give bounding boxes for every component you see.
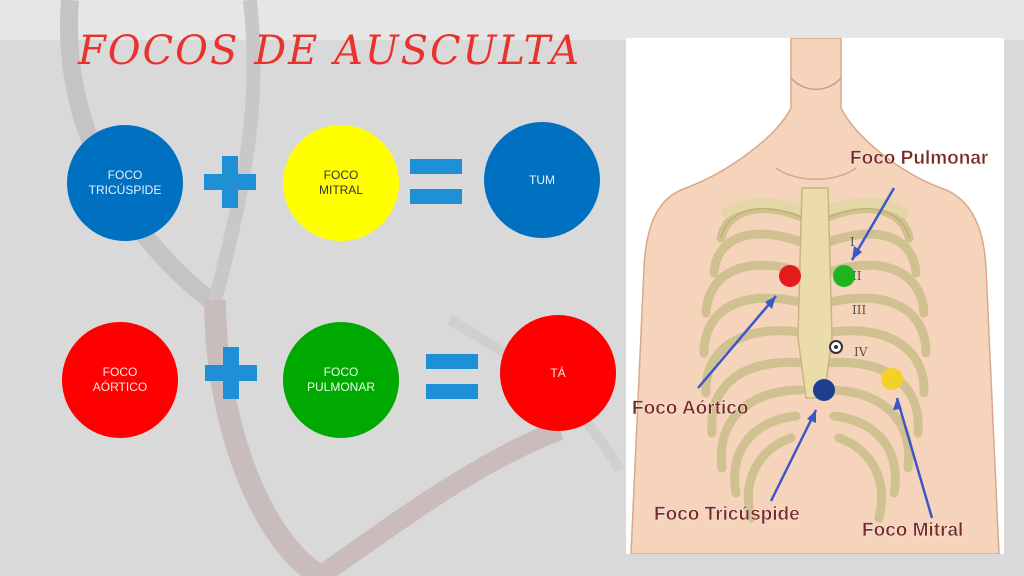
foco-mitral-circle: FOCO MITRAL <box>283 125 399 241</box>
rib-label-3: III <box>852 303 866 317</box>
foco-tricuspide-circle: FOCO TRICÚSPIDE <box>67 125 183 241</box>
foco-aortico-line1: FOCO <box>103 365 138 380</box>
foco-pulmonar-line2: PULMONAR <box>307 380 375 395</box>
foco-aortico-circle: FOCO AÓRTICO <box>62 322 178 438</box>
label-foco-aortico: Foco Aórtico <box>632 398 748 420</box>
result-tum-text: TUM <box>529 173 555 188</box>
foco-pulmonar-line1: FOCO <box>324 365 359 380</box>
foco-pulmonar-circle: FOCO PULMONAR <box>283 322 399 438</box>
label-foco-pulmonar: Foco Pulmonar <box>850 148 988 170</box>
result-tum-circle: TUM <box>484 122 600 238</box>
page-title: FOCOS DE AUSCULTA <box>78 28 581 74</box>
pulmonic-dot <box>833 265 855 287</box>
aortic-dot <box>779 265 801 287</box>
label-foco-mitral: Foco Mitral <box>862 520 963 542</box>
foco-aortico-line2: AÓRTICO <box>93 380 147 395</box>
result-ta-circle: TÁ <box>500 315 616 431</box>
chest-illustration: I II III IV <box>626 38 1004 554</box>
foco-tricuspide-line1: FOCO <box>108 168 143 183</box>
equals-icon <box>410 159 462 205</box>
mitral-dot <box>881 368 903 390</box>
foco-mitral-line1: FOCO <box>324 168 359 183</box>
result-ta-text: TÁ <box>550 366 565 381</box>
rib-label-4: IV <box>854 345 868 359</box>
foco-tricuspide-line2: TRICÚSPIDE <box>89 183 162 198</box>
foco-mitral-line2: MITRAL <box>319 183 363 198</box>
chest-diagram-panel: I II III IV Foco Pulmonar Foco Aórtico F… <box>626 38 1004 554</box>
plus-icon <box>204 156 256 208</box>
label-foco-tricuspide: Foco Tricúspide <box>654 504 800 526</box>
plus-icon <box>205 347 257 399</box>
tricuspid-dot <box>813 379 835 401</box>
equals-icon <box>426 354 478 400</box>
